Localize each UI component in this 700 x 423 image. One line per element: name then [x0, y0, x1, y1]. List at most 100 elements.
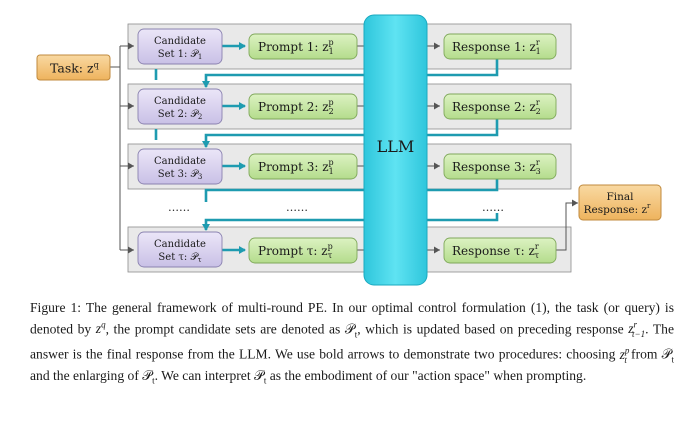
- llm-label: LLM: [377, 137, 415, 156]
- candidate-set-1-line1: Candidate: [154, 36, 206, 47]
- prompt-tau-sub: τ: [328, 251, 333, 260]
- caption-pt-sub: t: [354, 328, 358, 339]
- dots-candidate: ……: [168, 201, 190, 214]
- prompt-3-sub: 1: [329, 167, 334, 176]
- candidate-set-2-line1: Candidate: [154, 96, 206, 107]
- candidate-set-1-line2: Set 1: 𝒫: [158, 49, 200, 60]
- ellipsis-row: …… …… ……: [168, 201, 504, 214]
- prompt-2: [248, 93, 358, 120]
- caption-zr-sub: t−1: [632, 328, 646, 339]
- candidate-set-3-line2: Set 3: 𝒫: [158, 169, 200, 180]
- prompt-2-sup: p: [329, 98, 334, 107]
- svg-text:Response: zr: Response: zr: [584, 202, 651, 216]
- caption-pt3-sub: t: [152, 375, 155, 386]
- candidate-set-tau-line2: Set τ: 𝒫: [158, 252, 199, 263]
- prompt-2-label: Prompt 2: z: [258, 100, 329, 114]
- prompt-tau-sup: p: [328, 242, 333, 251]
- response-3-sup: r: [536, 158, 540, 167]
- prompt-1-sub: 1: [329, 47, 334, 56]
- prompt-3-label: Prompt 3: z: [258, 160, 329, 174]
- llm-connectors: [357, 42, 578, 254]
- candidate-set-tau: [137, 231, 223, 268]
- candidate-set-3: [137, 148, 223, 185]
- candidate-set-2-sub: 2: [198, 113, 202, 121]
- caption-zq: z: [95, 321, 102, 337]
- svg-text:Set 3: 𝒫3: Set 3: 𝒫3: [158, 169, 203, 181]
- final-response-node: Final Response: zr: [578, 184, 662, 221]
- caption-ztp: z: [619, 346, 625, 362]
- response-1: [443, 33, 557, 60]
- svg-text:Task: zq: Task: zq: [50, 61, 99, 76]
- prompt-3-sup: p: [329, 158, 334, 167]
- final-line1: Final: [606, 191, 634, 203]
- candidate-set-1-sub: 1: [198, 53, 202, 61]
- figure-caption: Figure 1: The general framework of multi…: [30, 300, 674, 389]
- svg-text:Prompt τ: zpτ: Prompt τ: zpτ: [258, 242, 333, 260]
- prompt-tau: [248, 237, 358, 264]
- task-node: Task: zq: [36, 54, 111, 81]
- prompt-1-label: Prompt 1: z: [258, 40, 329, 54]
- caption-pt2: 𝒫: [661, 346, 672, 362]
- svg-text:Response 1: zr1: Response 1: zr1: [452, 38, 541, 56]
- caption-part-1: Figure 1: The general framework of multi…: [30, 300, 674, 337]
- candidate-set-2: [137, 88, 223, 125]
- final-sup: r: [647, 202, 651, 210]
- caption-pt4-sub: t: [263, 375, 267, 386]
- task-sup: q: [94, 61, 99, 70]
- dots-response: ……: [482, 201, 504, 214]
- response-tau-sup: r: [535, 242, 539, 251]
- caption-zq-sup: q: [101, 319, 106, 330]
- svg-text:Response τ: zrτ: Response τ: zrτ: [452, 242, 540, 260]
- prompt-1: [248, 33, 358, 60]
- task-label: Task: z: [50, 61, 94, 76]
- final-line2: Response: z: [584, 204, 648, 216]
- caption-part-6: and the enlarging of: [30, 368, 143, 383]
- choose-arrows: [222, 42, 246, 254]
- candidate-set-tau-line1: Candidate: [154, 239, 206, 250]
- response-3-sub: 3: [536, 167, 541, 176]
- caption-pt2-sub: t: [671, 354, 674, 365]
- task-connectors: [110, 42, 134, 254]
- caption-pt4: 𝒫: [254, 368, 264, 383]
- prompt-tau-label: Prompt τ: z: [258, 244, 328, 258]
- svg-text:Set τ: 𝒫τ: Set τ: 𝒫τ: [158, 252, 201, 264]
- prompt-3: [248, 153, 358, 180]
- caption-zr-sup: r: [633, 319, 638, 330]
- caption-part-2: , the prompt candidate sets are denoted …: [105, 321, 345, 337]
- caption-pt: 𝒫: [344, 321, 355, 337]
- response-tau-sub: τ: [535, 251, 540, 260]
- response-2-sub: 2: [536, 107, 541, 116]
- response-1-label: Response 1: z: [452, 40, 536, 54]
- caption-part-4: . The answer is the final response from …: [30, 321, 674, 362]
- response-2: [443, 93, 557, 120]
- candidate-set-2-line2: Set 2: 𝒫: [158, 109, 200, 120]
- svg-text:Set 1: 𝒫1: Set 1: 𝒫1: [158, 49, 203, 61]
- response-3-label: Response 3: z: [452, 160, 536, 174]
- caption-pt3: 𝒫: [142, 368, 153, 383]
- svg-text:Prompt 2: zp2: Prompt 2: zp2: [258, 98, 334, 116]
- caption-part-3: , which is updated based on preceding re…: [357, 321, 629, 337]
- llm-node: LLM: [363, 14, 428, 286]
- feedback-arrows: [154, 58, 499, 231]
- prompt-2-sub: 2: [329, 107, 334, 116]
- caption-part-5: from: [626, 346, 662, 362]
- candidate-set-1: [137, 28, 223, 65]
- response-tau: [443, 237, 557, 264]
- candidate-set-3-line1: Candidate: [154, 156, 206, 167]
- response-2-label: Response 2: z: [452, 100, 536, 114]
- response-2-sup: r: [536, 98, 540, 107]
- response-1-sup: r: [536, 38, 540, 47]
- svg-text:Response 2: zr2: Response 2: zr2: [452, 98, 541, 116]
- prompt-1-sup: p: [329, 38, 334, 47]
- response-1-sub: 1: [536, 47, 541, 56]
- caption-ztp-sub: t: [624, 354, 627, 365]
- dots-prompt: ……: [286, 201, 308, 214]
- svg-text:Set 2: 𝒫2: Set 2: 𝒫2: [158, 109, 203, 121]
- svg-text:Prompt 1: zp1: Prompt 1: zp1: [258, 38, 334, 56]
- svg-text:Response 3: zr3: Response 3: zr3: [452, 158, 541, 176]
- caption-part-7: . We can interpret: [154, 368, 255, 383]
